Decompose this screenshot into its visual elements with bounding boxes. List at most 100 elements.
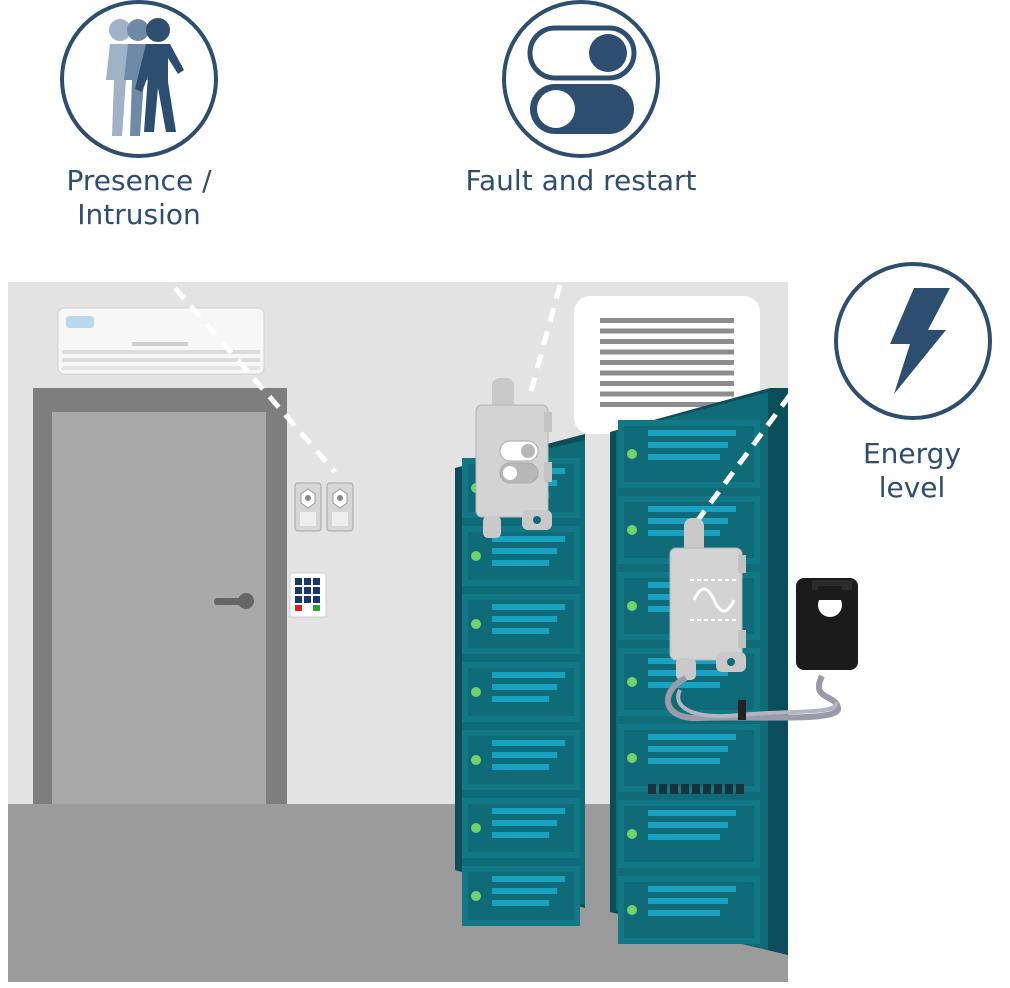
vent-louver <box>600 349 734 355</box>
keypad-key <box>304 596 311 603</box>
energy-label: Energy level <box>832 437 992 505</box>
rack-slot <box>492 616 558 622</box>
presence-icon-circle <box>60 0 218 158</box>
keypad-key <box>295 596 302 603</box>
keypad-key <box>304 578 311 585</box>
rack-slot <box>492 560 550 566</box>
keypad-green-led <box>313 605 320 611</box>
rack-led <box>471 823 481 833</box>
rack-led <box>627 905 637 915</box>
wall-vent <box>574 296 760 434</box>
switch-port <box>736 784 744 794</box>
switch-port <box>670 784 678 794</box>
rack-led <box>471 891 481 901</box>
rack-led <box>627 829 637 839</box>
walking-people-icon <box>106 18 184 136</box>
fault-icon-circle <box>502 0 660 158</box>
rack-led <box>471 687 481 697</box>
rack-slot <box>648 454 721 460</box>
vent-louver <box>600 391 734 397</box>
rack-slot <box>648 810 737 816</box>
rack-slot <box>648 898 729 904</box>
rack-led <box>471 755 481 765</box>
rack-slot <box>648 682 721 688</box>
rack-slot <box>492 672 566 678</box>
vent-louver <box>600 370 734 376</box>
rack-slot <box>492 696 550 702</box>
presence-connection-line <box>173 286 337 474</box>
fault-connection-line <box>527 284 563 396</box>
rack-led <box>627 525 637 535</box>
switch-port <box>648 784 656 794</box>
rack-slot <box>648 822 729 828</box>
rack-slot <box>648 734 737 740</box>
rack-slot <box>492 820 558 826</box>
keypad-key <box>295 578 302 585</box>
switch-port <box>714 784 722 794</box>
rack-led <box>627 601 637 611</box>
door <box>33 388 287 804</box>
switch-port <box>725 784 733 794</box>
rack-slot <box>648 758 721 764</box>
switch-port <box>659 784 667 794</box>
keypad-key <box>313 578 320 585</box>
rack-slot <box>648 910 721 916</box>
network-switch-ports <box>648 784 744 794</box>
vent-louver <box>600 339 734 344</box>
access-keypad <box>289 572 327 618</box>
rack-slot <box>492 832 550 838</box>
rack-slot <box>492 604 566 610</box>
keypad-key <box>313 587 320 594</box>
rack-slot <box>492 752 558 758</box>
keypad-key <box>304 587 311 594</box>
fault-sensor-device <box>475 378 552 538</box>
vent-louver <box>600 318 734 323</box>
rack-slot <box>492 548 558 554</box>
vent-louver <box>600 402 734 407</box>
rack-slot <box>648 442 729 448</box>
rack-led <box>627 753 637 763</box>
rack-led <box>627 677 637 687</box>
lightning-bolt-icon <box>890 288 950 394</box>
current-clamp <box>665 578 858 722</box>
presence-label-line2: Intrusion <box>77 198 201 231</box>
vent-louver <box>600 328 734 334</box>
vent-louver <box>600 381 734 386</box>
rack-slot <box>492 900 550 906</box>
presence-label-line1: Presence / <box>66 164 212 197</box>
rack-slot <box>492 888 558 894</box>
rack-slot <box>492 876 566 882</box>
rack-led <box>627 449 637 459</box>
rack-slot <box>648 506 737 512</box>
energy-label-line1: Energy <box>862 437 962 470</box>
rack-slot <box>648 834 721 840</box>
presence-label: Presence / Intrusion <box>39 164 239 232</box>
energy-label-line2: level <box>878 471 946 504</box>
rack-slot <box>492 536 566 542</box>
fault-label: Fault and restart <box>465 164 697 197</box>
keypad-key <box>295 587 302 594</box>
keypad-key <box>313 596 320 603</box>
rack-led <box>471 551 481 561</box>
rack-slot <box>648 430 737 436</box>
presence-sensor <box>294 482 354 532</box>
energy-icon-circle <box>834 262 992 420</box>
vent-louver <box>600 360 734 365</box>
rack-slot <box>648 886 737 892</box>
rack-slot <box>492 628 550 634</box>
switch-port <box>703 784 711 794</box>
switch-port <box>692 784 700 794</box>
air-conditioner <box>57 307 265 375</box>
energy-connection-line <box>695 393 793 522</box>
server-rack-right <box>610 388 788 955</box>
rack-slot <box>648 746 729 752</box>
rack-slot <box>492 684 558 690</box>
rack-slot <box>492 808 566 814</box>
rack-slot <box>492 764 550 770</box>
rack-slot <box>492 740 566 746</box>
keypad-red-led <box>295 605 302 611</box>
switch-port <box>681 784 689 794</box>
rack-led <box>471 619 481 629</box>
energy-sensor-device <box>669 518 746 680</box>
